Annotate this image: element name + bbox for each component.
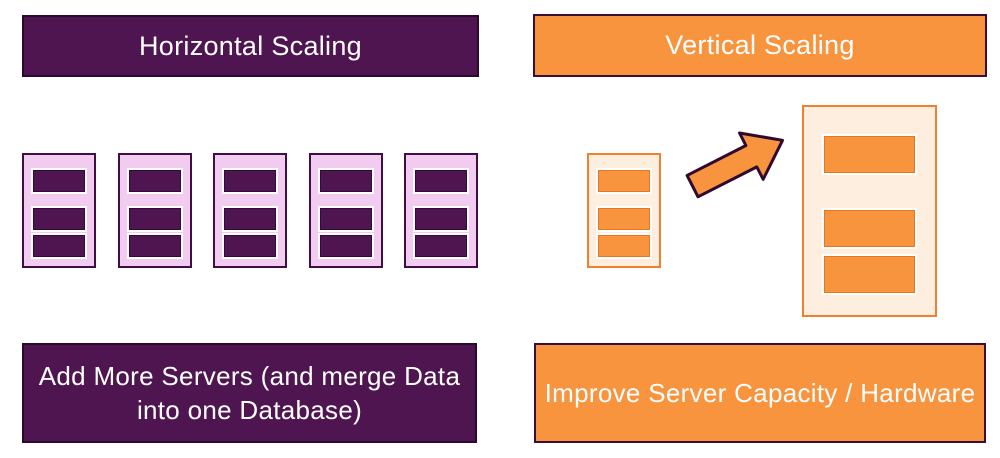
server-slot-bar [415,235,467,257]
server-slot-bar [824,210,915,247]
vertical-scaling-title-box: Vertical Scaling [533,14,987,77]
horizontal-scaling-title: Horizontal Scaling [138,30,362,61]
caption-line: Add More Servers (and merge Data [38,361,461,391]
server-slot-bar [415,170,467,192]
vertical-scaling-caption-box: Improve Server Capacity / Hardware [534,343,986,443]
large-server-icon [802,105,937,317]
server-slot-bar [128,170,181,192]
horizontal-server-row [22,153,478,268]
server-icon [404,153,478,268]
horizontal-scaling-caption-box: Add More Servers (and merge Data into on… [22,343,477,443]
server-slot-bar [598,170,650,192]
server-slot-bar [319,235,372,257]
caption-line: Improve Server Capacity / Hardware [544,377,976,408]
server-slot-bar [128,235,181,257]
caption-line: into one Database) [136,395,363,425]
server-icon [308,153,383,268]
vertical-scaling-title: Vertical Scaling [665,30,855,60]
server-slot-bar [319,208,372,230]
server-slot-bar [319,170,372,192]
small-server-icon [587,153,661,268]
server-slot-bar [33,208,85,230]
server-slot-bar [598,235,650,257]
server-slot-bar [33,235,85,257]
server-icon [117,153,192,268]
server-slot-bar [224,235,276,257]
server-slot-bar [224,208,276,230]
server-icon [22,153,96,268]
server-slot-bar [598,208,650,230]
server-slot-bar [33,170,85,192]
server-slot-bar [128,208,181,230]
server-slot-bar [824,256,915,293]
scale-up-arrow-icon [685,131,785,199]
horizontal-scaling-title-box: Horizontal Scaling [22,15,479,77]
server-slot-bar [415,208,467,230]
server-slot-bar [224,170,276,192]
server-icon [213,153,287,268]
server-slot-bar [824,136,915,173]
